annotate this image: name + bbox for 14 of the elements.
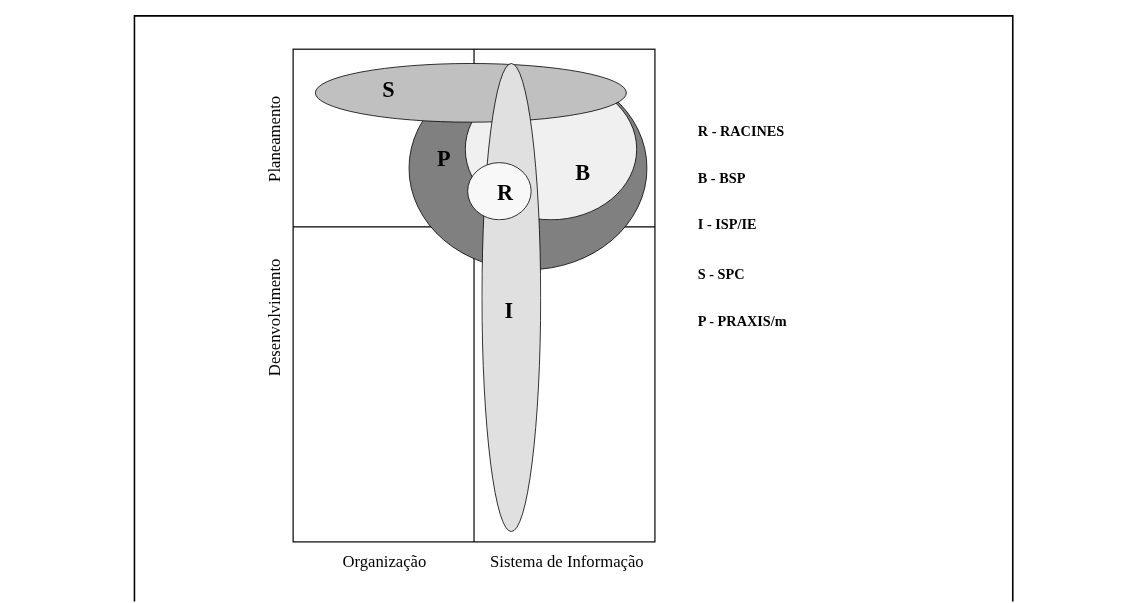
legend-entry: S - SPC — [697, 267, 745, 282]
region-letter: P — [437, 147, 451, 170]
axis-label: Desenvolvimento — [266, 258, 284, 377]
axis-label: Organização — [342, 553, 427, 571]
legend-entry: I - ISP/IE — [697, 217, 757, 232]
legend-entry: P - PRAXIS/m — [697, 314, 787, 329]
axis-label: Planeamento — [266, 95, 284, 182]
region-letter: I — [504, 299, 514, 323]
axis-label: Sistema de Informação — [490, 553, 644, 571]
legend-entry: R - RACINES — [697, 124, 785, 139]
region-letter: R — [496, 181, 513, 204]
region-letter: B — [575, 161, 591, 185]
region-letter: S — [382, 78, 395, 101]
legend-entry: B - BSP — [697, 171, 746, 186]
